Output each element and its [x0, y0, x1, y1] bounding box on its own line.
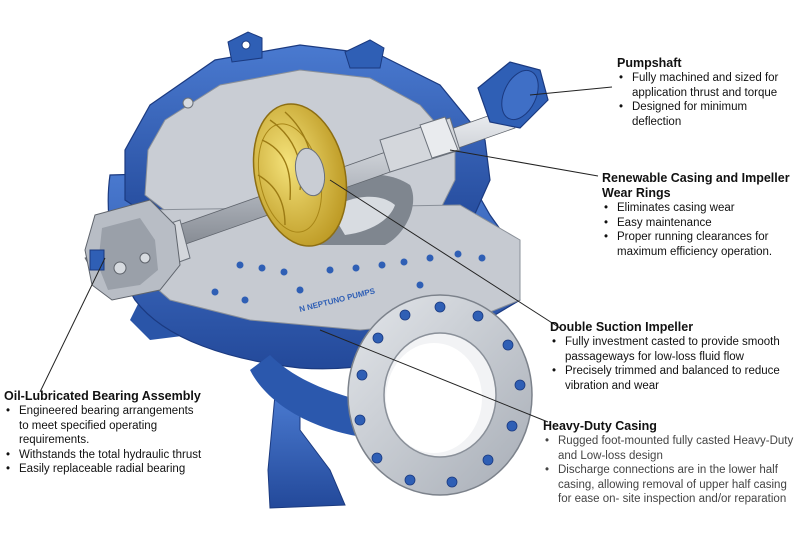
callout-title: Double Suction Impeller	[550, 320, 694, 334]
callout-item: Eliminates casing wear	[602, 201, 797, 216]
callout-item: Proper running clearances for maximum ef…	[602, 230, 797, 259]
callout-casing: Heavy-Duty Casing Rugged foot-mounted fu…	[543, 419, 795, 507]
callout-impeller: Double Suction Impeller Fully investment…	[550, 320, 798, 393]
leader-pumpshaft	[529, 86, 613, 96]
callout-item: Engineered bearing arrangements to meet …	[4, 404, 204, 448]
double-suction-impeller	[252, 103, 348, 247]
callout-pumpshaft: Pumpshaft Fully machined and sized for a…	[617, 56, 797, 129]
leader-bearing	[39, 257, 106, 393]
callout-item: Withstands the total hydraulic thrust	[4, 448, 204, 463]
discharge-flange	[347, 294, 533, 496]
callout-item: Easy maintenance	[602, 216, 797, 231]
coupling-hub	[477, 61, 549, 129]
callout-title: Pumpshaft	[617, 56, 682, 70]
leader-lines	[39, 86, 613, 423]
callout-title: Renewable Casing and Impeller Wear Rings	[602, 171, 790, 200]
leader-casing	[319, 329, 549, 423]
callout-item: Easily replaceable radial bearing	[4, 462, 204, 477]
callout-title: Heavy-Duty Casing	[543, 419, 657, 433]
leader-impeller	[329, 179, 561, 329]
callout-item: Precisely trimmed and balanced to reduce…	[550, 364, 798, 393]
bearing-housing	[84, 199, 181, 301]
callout-item: Designed for minimum deflection	[617, 100, 797, 129]
callout-item: Fully machined and sized for application…	[617, 71, 797, 100]
callout-item: Discharge connections are in the lower h…	[543, 463, 795, 507]
callout-title: Oil-Lubricated Bearing Assembly	[4, 389, 201, 403]
leader-wear-rings	[449, 149, 599, 177]
callout-item: Rugged foot-mounted fully casted Heavy-D…	[543, 434, 795, 463]
callout-wear-rings: Renewable Casing and Impeller Wear Rings…	[602, 171, 797, 259]
callout-bearing: Oil-Lubricated Bearing Assembly Engineer…	[4, 389, 204, 477]
callout-item: Fully investment casted to provide smoot…	[550, 335, 798, 364]
